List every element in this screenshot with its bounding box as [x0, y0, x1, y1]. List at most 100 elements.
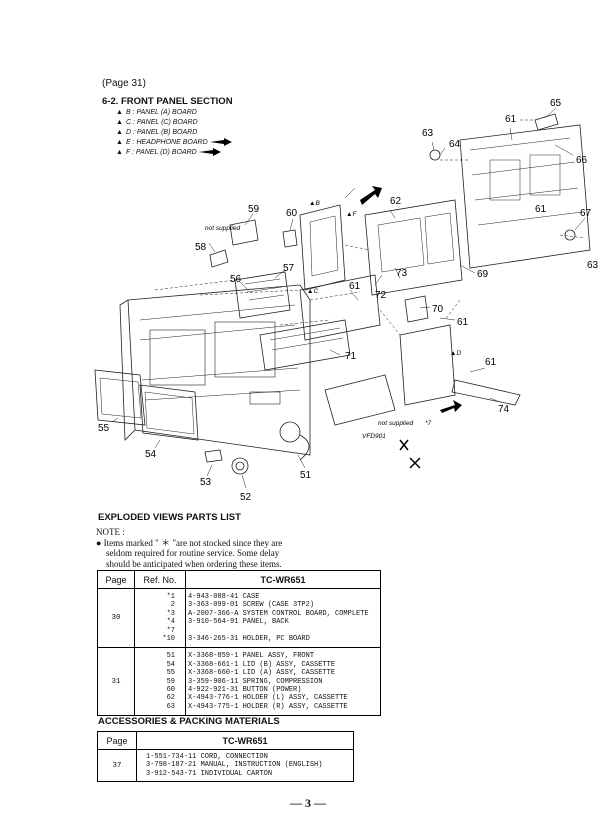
- desc-cell: X-3368-859-1 PANEL ASSY, FRONT X-3368-66…: [185, 647, 381, 717]
- triangle-icon: ▲: [116, 129, 123, 136]
- ref-cell: 51 54 55 59 60 62 63: [134, 647, 186, 717]
- accessories-table: Page TC-WR651 37 1-551-734-11 CORD, CONN…: [97, 731, 354, 783]
- callout-label: 61: [349, 281, 361, 292]
- vfd-label: VFD901: [362, 433, 386, 440]
- page-cell: 37: [97, 748, 137, 783]
- pointer-arrow-icon: [209, 138, 232, 147]
- callout-label: 61: [485, 357, 497, 368]
- deck-a-opening: [149, 329, 206, 386]
- note-text: seldom required for routine service. Som…: [106, 548, 280, 558]
- board-tag: ▲B: [309, 200, 320, 207]
- callout-label: 57: [283, 263, 295, 274]
- cross-mark-icon: [399, 439, 409, 451]
- accessories-title: ACCESSORIES & PACKING MATERIALS: [98, 716, 280, 727]
- pointer-arrow-icon: [198, 148, 221, 157]
- callout-label: 55: [98, 423, 110, 434]
- column-header: TC-WR651: [185, 570, 381, 589]
- triangle-icon: ▲: [116, 119, 123, 126]
- callout-label: 56: [230, 274, 242, 285]
- triangle-icon: ▲: [116, 139, 123, 146]
- callout-label: 64: [449, 139, 461, 150]
- callout-label: 61: [505, 114, 517, 125]
- not-supplied-label: not supplied: [378, 420, 413, 427]
- ref-cell: *1 2 *3 *4 *7 *10: [134, 587, 186, 649]
- board-tag: ▲D: [450, 350, 461, 357]
- column-header: Page: [97, 570, 135, 589]
- table-row: 37 1-551-734-11 CORD, CONNECTION 3-798-1…: [97, 748, 354, 783]
- part-59-holder: [229, 219, 259, 246]
- callout-label: 71: [345, 351, 357, 362]
- plate-70: [404, 295, 429, 323]
- legend-item: ▲E : HEADPHONE BOARD: [116, 138, 232, 148]
- knob-outline: [279, 421, 301, 443]
- callout-label: 61: [457, 317, 469, 328]
- callout-label: 63: [422, 128, 434, 139]
- mechanism-outline: [459, 124, 591, 269]
- triangle-icon: ▲: [116, 109, 123, 116]
- legend-item: ▲B : PANEL (A) BOARD: [116, 109, 197, 116]
- table-header-row: Page TC-WR651: [97, 731, 354, 750]
- legend-item: ▲F : PANEL (D) BOARD: [116, 148, 232, 158]
- display-board-71: [259, 319, 351, 371]
- pointer-arrow-icon: [440, 400, 462, 413]
- part-63-64: [429, 149, 441, 161]
- board-tag: ▲F: [346, 211, 357, 218]
- part-67: [564, 229, 576, 241]
- callout-label: 62: [390, 196, 402, 207]
- page-cell: 30: [97, 587, 135, 649]
- lid-a-outline: [94, 369, 146, 426]
- column-header: Page: [97, 731, 137, 750]
- table-row: 31 51 54 55 59 60 62 63 X-3368-859-1 PAN…: [97, 647, 381, 717]
- page-reference: (Page 31): [102, 78, 146, 89]
- front-panel-side: [119, 299, 136, 441]
- parts-table: Page Ref. No. TC-WR651 30 *1 2 *3 *4 *7 …: [97, 570, 381, 717]
- column-header: Ref. No.: [134, 570, 186, 589]
- triangle-icon: ▲: [116, 149, 123, 156]
- callout-label: 54: [145, 449, 157, 460]
- callout-label: 67: [580, 208, 592, 219]
- table-row: 30 *1 2 *3 *4 *7 *10 4-943-088-41 CASE 3…: [97, 587, 381, 649]
- callout-label: 60: [286, 208, 298, 219]
- button-power-part: [204, 449, 223, 463]
- parts-list-title: EXPLODED VIEWS PARTS LIST: [98, 512, 241, 523]
- cross-mark-icon: [409, 457, 421, 469]
- callout-label: 65: [550, 98, 562, 109]
- lid-b-outline: [139, 384, 199, 441]
- callout-label: 72: [375, 290, 387, 301]
- callout-label: 59: [248, 204, 260, 215]
- desc-cell: 4-943-088-41 CASE 3-363-099-01 SCREW (CA…: [185, 587, 381, 649]
- legend-item: ▲D : PANEL (B) BOARD: [116, 129, 198, 136]
- page-number: — 3 —: [290, 796, 326, 810]
- pointer-arrow-icon: [360, 186, 382, 205]
- note-block: NOTE : ● Items marked " ＊ "are not stock…: [96, 527, 336, 569]
- note-text: ● Items marked " ＊ "are not stocked sinc…: [96, 537, 283, 548]
- callout-label: 63: [587, 260, 599, 271]
- vfd-outline: [324, 374, 396, 426]
- callout-label: 61: [535, 204, 547, 215]
- desc-cell: 1-551-734-11 CORD, CONNECTION 3-798-187-…: [136, 748, 354, 783]
- section-title: 6-2. FRONT PANEL SECTION: [102, 96, 233, 107]
- front-panel-outline: [127, 284, 311, 456]
- callout-label: 74: [498, 404, 510, 415]
- callout-label: 70: [432, 304, 444, 315]
- part-60: [282, 229, 298, 248]
- column-header: TC-WR651: [136, 731, 354, 750]
- board-c: [299, 274, 381, 341]
- knob-part: [231, 457, 249, 475]
- exploded-view-diagram: 65 61 63 64 66 61 67 63 59 60 62 58 57 5…: [94, 98, 599, 503]
- part-56-57-board: [234, 271, 291, 319]
- callout-label: 66: [576, 155, 588, 166]
- star-mark-label: *7: [425, 420, 432, 427]
- legend-item: ▲C : PANEL (C) BOARD: [116, 119, 198, 126]
- table-header-row: Page Ref. No. TC-WR651: [97, 570, 381, 589]
- flat-cable-74: [451, 379, 521, 406]
- deck-b-opening: [214, 321, 276, 378]
- callout-label: 73: [396, 268, 408, 279]
- not-supplied-label: not supplied: [205, 225, 240, 232]
- board-tag: ▲C: [307, 288, 318, 295]
- board-d: [399, 324, 456, 406]
- part-65: [534, 113, 559, 131]
- callout-label: 51: [300, 470, 312, 481]
- note-text: should be anticipated when ordering thes…: [106, 558, 282, 569]
- callout-label: 53: [200, 477, 212, 488]
